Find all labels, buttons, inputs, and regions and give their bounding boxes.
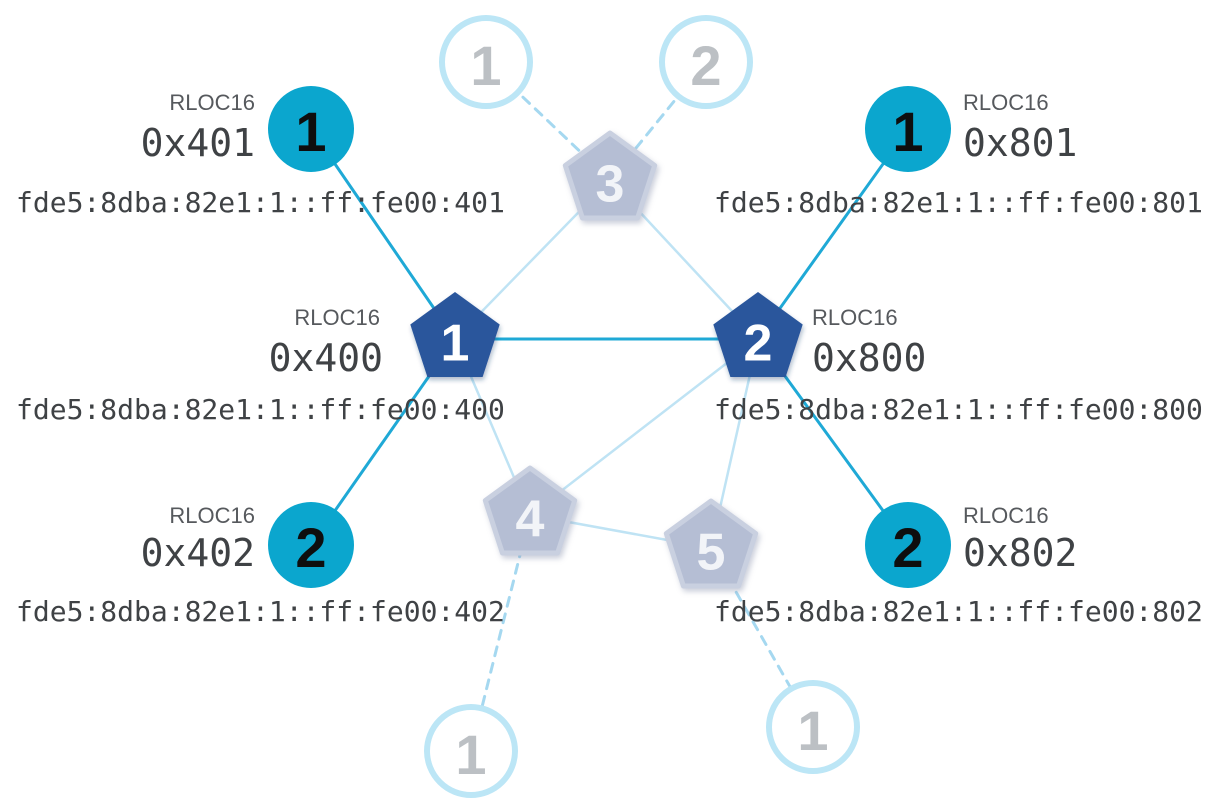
child-circle (865, 502, 951, 588)
ghost-child-circle (659, 15, 753, 109)
router-pentagon (562, 130, 658, 221)
node-ghost-child-top-2[interactable]: 2 (659, 15, 753, 109)
node-child-401[interactable]: 1 (268, 86, 354, 172)
child-802-number: 2 (892, 516, 923, 579)
ghost-child-circle (766, 680, 860, 774)
node-child-402[interactable]: 2 (268, 502, 354, 588)
node-ghost-child-bottom-left[interactable]: 1 (424, 704, 518, 798)
router-1-rloc16-value: 0x400 (269, 336, 383, 380)
router-1-number: 1 (441, 315, 470, 373)
child-circle (865, 86, 951, 172)
router-pentagon (663, 498, 759, 589)
router-pentagon (482, 465, 578, 556)
child-402-rloc16-value: 0x402 (141, 531, 255, 575)
router-2-number: 2 (744, 315, 773, 373)
router-1-ipv6-address: fde5:8dba:82e1:1::ff:fe00:400 (16, 393, 505, 426)
node-child-801[interactable]: 1 (865, 86, 951, 172)
ghost-child-top-1-number: 1 (470, 34, 501, 97)
router-1-rloc16-label: RLOC16 (294, 305, 380, 330)
child-801-number: 1 (892, 100, 923, 163)
ghost-child-bottom-right-number: 1 (797, 699, 828, 762)
node-router-2[interactable]: 2 (713, 292, 803, 377)
child-802-ipv6-address: fde5:8dba:82e1:1::ff:fe00:802 (714, 595, 1203, 628)
child-402-number: 2 (295, 516, 326, 579)
link-router-4-router-2 (528, 337, 760, 517)
router-pentagon (410, 292, 500, 377)
child-401-number: 1 (295, 100, 326, 163)
ghost-child-bottom-left-number: 1 (455, 723, 486, 786)
router-4-number: 4 (516, 491, 545, 549)
node-child-802[interactable]: 2 (865, 502, 951, 588)
child-402-rloc16-label: RLOC16 (169, 503, 255, 528)
router-pentagon (713, 292, 803, 377)
router-3-number: 3 (596, 156, 625, 214)
node-router-4[interactable]: 4 (482, 465, 578, 556)
node-router-3[interactable]: 3 (562, 130, 658, 221)
ghost-child-circle (439, 15, 533, 109)
child-401-ipv6-address: fde5:8dba:82e1:1::ff:fe00:401 (16, 186, 505, 219)
child-circle (268, 502, 354, 588)
child-802-rloc16-value: 0x802 (963, 531, 1077, 575)
ghost-child-top-2-number: 2 (690, 34, 721, 97)
child-401-rloc16-value: 0x401 (141, 121, 255, 165)
child-802-rloc16-label: RLOC16 (963, 503, 1049, 528)
child-402-ipv6-address: fde5:8dba:82e1:1::ff:fe00:402 (16, 595, 505, 628)
router-2-rloc16-label: RLOC16 (812, 305, 898, 330)
router-2-ipv6-address: fde5:8dba:82e1:1::ff:fe00:800 (714, 393, 1203, 426)
link-child-801-router-2 (756, 127, 910, 341)
router-5-number: 5 (697, 524, 726, 582)
router-2-rloc16-value: 0x800 (812, 336, 926, 380)
child-401-rloc16-label: RLOC16 (169, 90, 255, 115)
node-ghost-child-bottom-right[interactable]: 1 (766, 680, 860, 774)
ghost-child-circle (424, 704, 518, 798)
node-router-5[interactable]: 5 (663, 498, 759, 589)
child-801-rloc16-label: RLOC16 (963, 90, 1049, 115)
child-801-ipv6-address: fde5:8dba:82e1:1::ff:fe00:801 (714, 186, 1203, 219)
node-ghost-child-top-1[interactable]: 1 (439, 15, 533, 109)
node-router-1[interactable]: 1 (410, 292, 500, 377)
child-circle (268, 86, 354, 172)
child-801-rloc16-value: 0x801 (963, 121, 1077, 165)
